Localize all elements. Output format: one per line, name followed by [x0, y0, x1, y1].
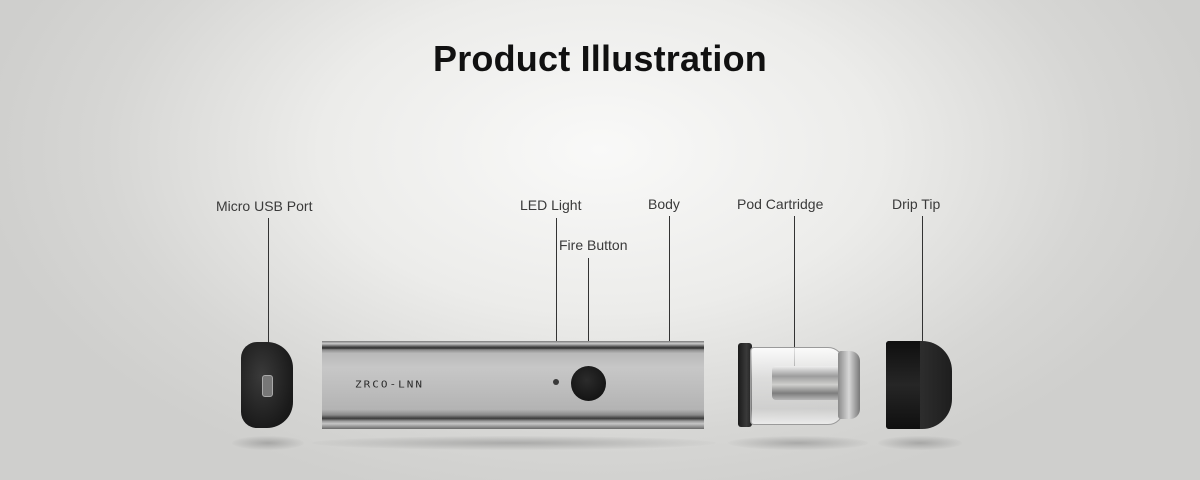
label-body: Body [648, 196, 680, 212]
pod-cartridge [738, 343, 860, 427]
label-pod-cartridge: Pod Cartridge [737, 196, 824, 212]
leader-line-pod-cartridge [794, 216, 795, 382]
leader-line-fire-button [588, 258, 589, 382]
leader-line-led-light [556, 218, 557, 382]
pod-top-connector [838, 351, 860, 419]
leader-line-body [669, 216, 670, 382]
brand-logo-text: ZRCO-LNN [355, 378, 424, 391]
drip-tip [886, 341, 952, 429]
label-fire-button: Fire Button [559, 237, 628, 253]
shadow-drip-tip [878, 436, 962, 450]
label-drip-tip: Drip Tip [892, 196, 941, 212]
label-micro-usb-port: Micro USB Port [216, 198, 313, 214]
drip-tip-band [886, 341, 920, 429]
page-title: Product Illustration [432, 38, 767, 79]
led-light-icon [553, 379, 559, 385]
pod-coil-icon [772, 366, 842, 400]
label-led-light: LED Light [520, 197, 582, 213]
micro-usb-port-icon [262, 375, 273, 397]
shadow-usb-end [232, 436, 304, 450]
fire-button-icon [571, 366, 606, 401]
micro-usb-end-cap [241, 342, 293, 428]
device-body: ZRCO-LNN [322, 341, 704, 429]
pod-base [738, 343, 752, 427]
leader-line-micro-usb-port [268, 218, 269, 382]
shadow-pod [728, 436, 868, 450]
shadow-body [312, 436, 716, 450]
leader-line-drip-tip [922, 216, 923, 382]
